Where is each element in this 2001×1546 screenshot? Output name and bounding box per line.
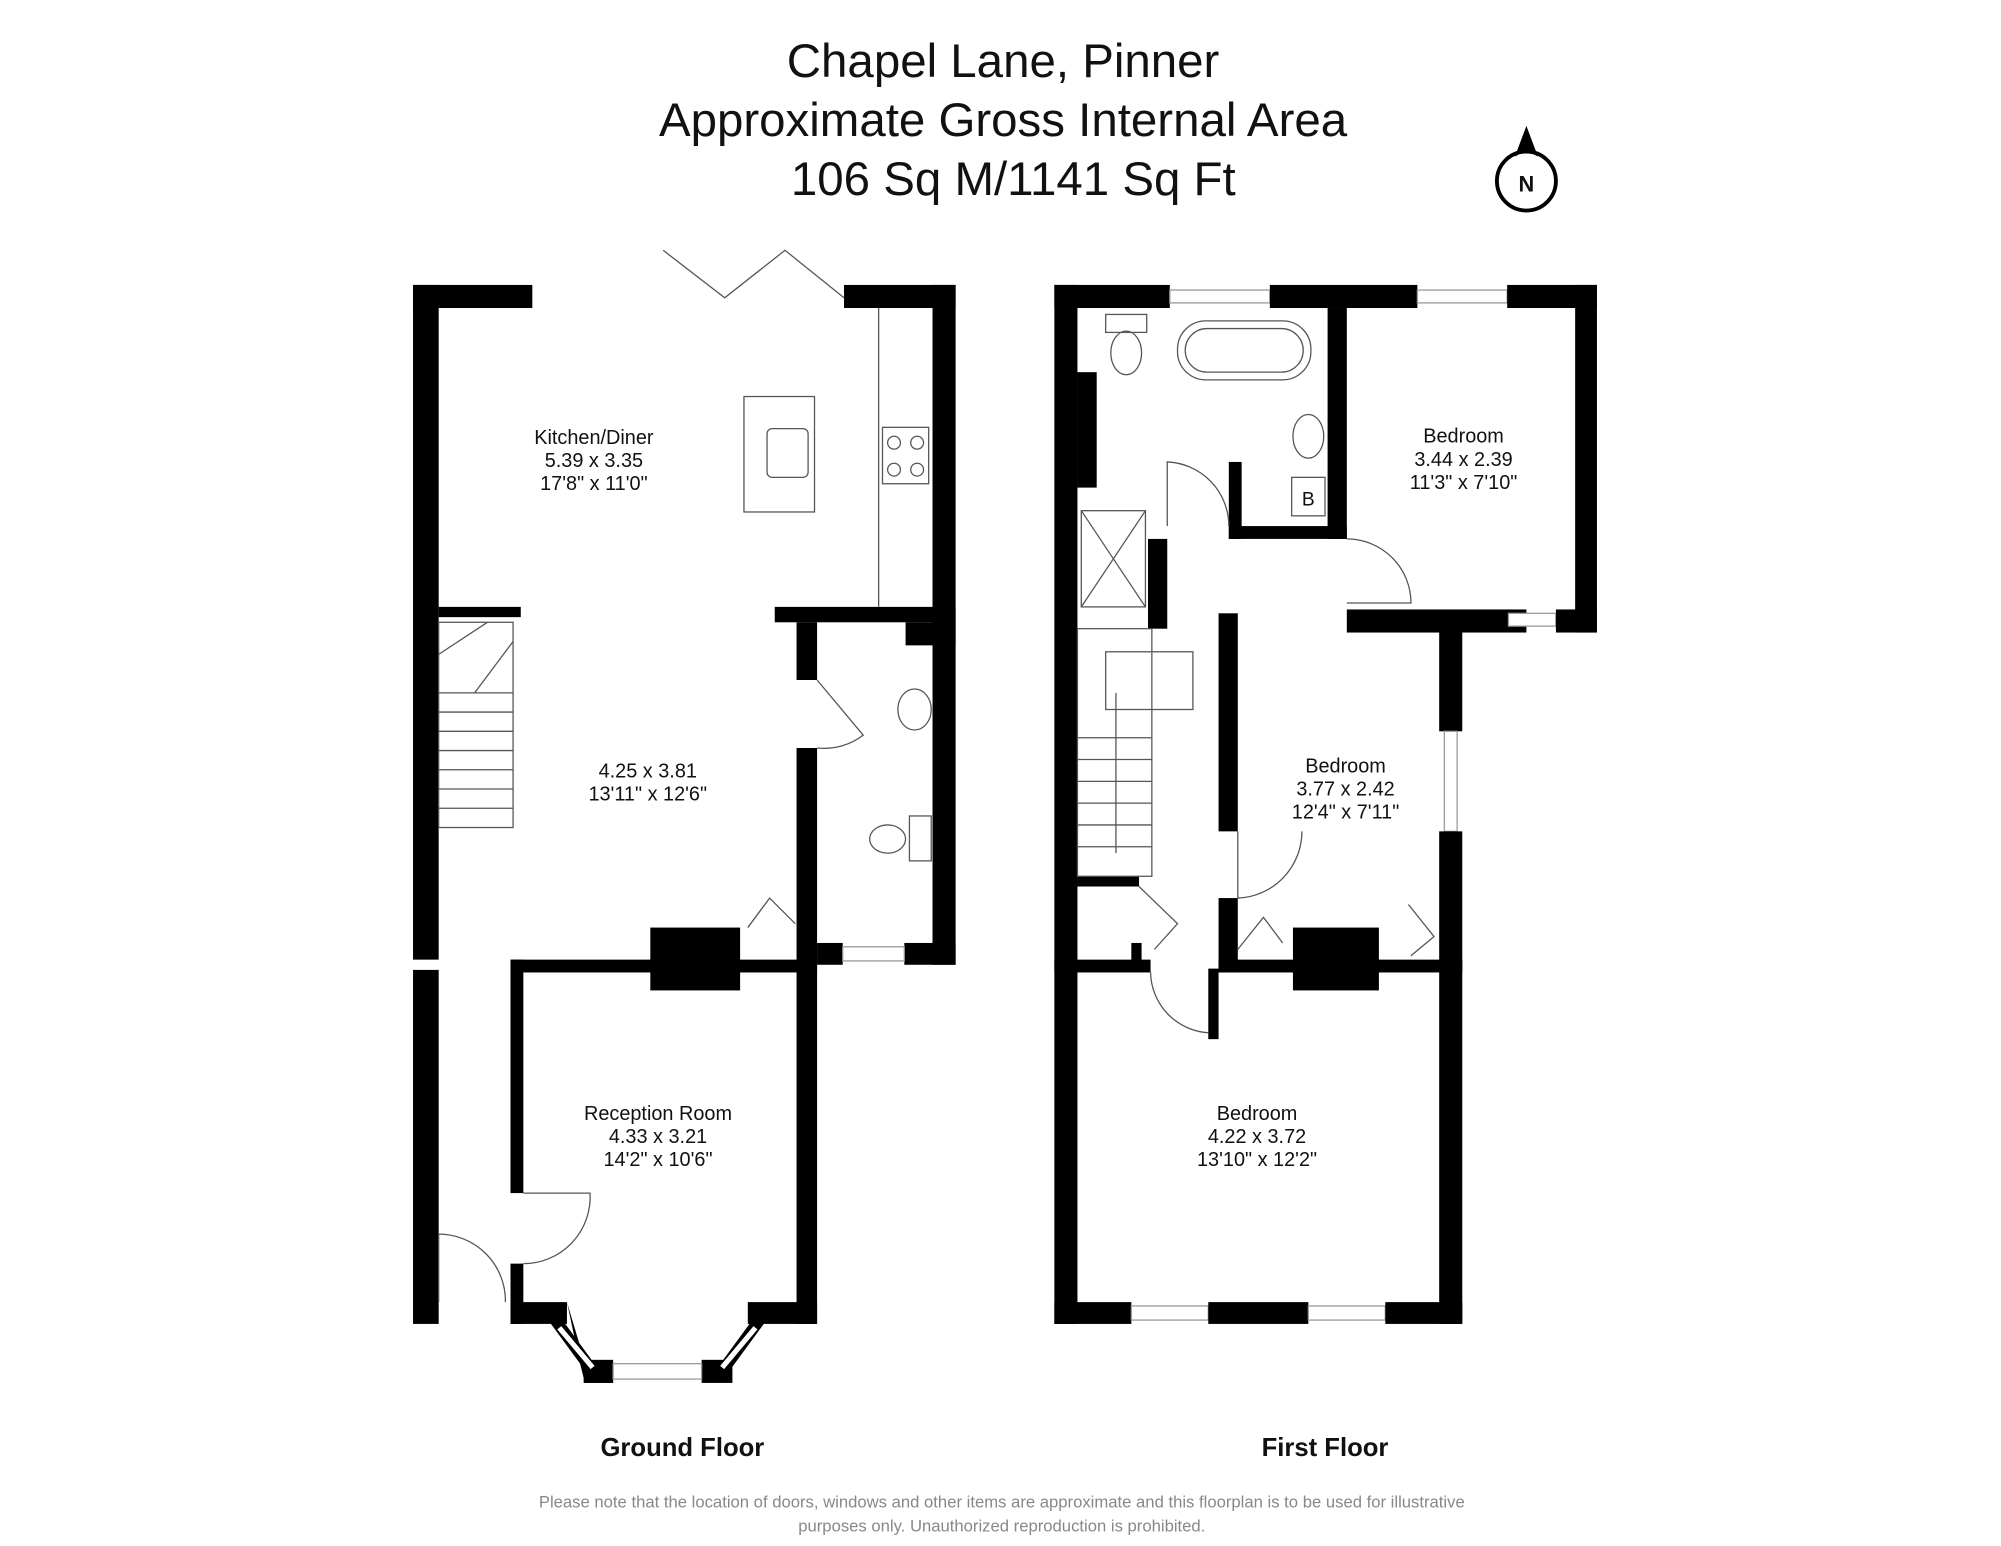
ground-floor-plan: Kitchen/Diner 5.39 x 3.35 17'8" x 11'0" … xyxy=(413,249,956,1383)
room-name: Bedroom xyxy=(1305,755,1386,777)
room-metric: 3.77 x 2.42 xyxy=(1296,778,1394,800)
room-metric: 4.33 x 3.21 xyxy=(609,1126,707,1148)
room-imperial: 12'4" x 7'11" xyxy=(1292,802,1400,824)
ground-floor-label: Ground Floor xyxy=(600,1434,764,1462)
room-metric: 4.25 x 3.81 xyxy=(599,760,697,782)
north-compass-icon: N xyxy=(1494,125,1558,213)
room-imperial: 13'10" x 12'2" xyxy=(1197,1149,1317,1171)
stairs-icon xyxy=(438,621,514,829)
room-metric: 4.22 x 3.72 xyxy=(1208,1126,1306,1148)
bathtub-icon xyxy=(1176,320,1312,381)
shower-icon xyxy=(1080,510,1147,608)
stairs-icon xyxy=(1076,628,1194,877)
room-name: Bedroom xyxy=(1423,426,1504,448)
compass-label: N xyxy=(1519,171,1535,196)
room-imperial: 13'11" x 12'6" xyxy=(588,784,707,806)
room-name: Bedroom xyxy=(1217,1103,1298,1125)
boiler-label: B xyxy=(1302,490,1315,511)
room-metric: 3.44 x 2.39 xyxy=(1414,449,1512,471)
plan-area: 106 Sq M/1141 Sq Ft xyxy=(791,153,1236,206)
room-name: Reception Room xyxy=(584,1103,732,1125)
disclaimer-line-2: purposes only. Unauthorized reproduction… xyxy=(798,1517,1205,1536)
room-metric: 5.39 x 3.35 xyxy=(545,450,643,472)
room-imperial: 14'2" x 10'6" xyxy=(604,1149,713,1171)
room-imperial: 17'8" x 11'0" xyxy=(540,473,648,495)
disclaimer-line-1: Please note that the location of doors, … xyxy=(539,1492,1465,1511)
plan-title: Chapel Lane, Pinner xyxy=(787,35,1220,88)
first-floor-label: First Floor xyxy=(1262,1434,1389,1462)
room-imperial: 11'3" x 7'10" xyxy=(1410,472,1518,494)
first-floor-plan: B Bedroom 3.44 x 2.39 11'3" x 7'10" xyxy=(1054,284,1597,1324)
hob-icon xyxy=(881,426,930,485)
plan-subtitle: Approximate Gross Internal Area xyxy=(659,94,1348,147)
room-name: Kitchen/Diner xyxy=(534,427,654,449)
